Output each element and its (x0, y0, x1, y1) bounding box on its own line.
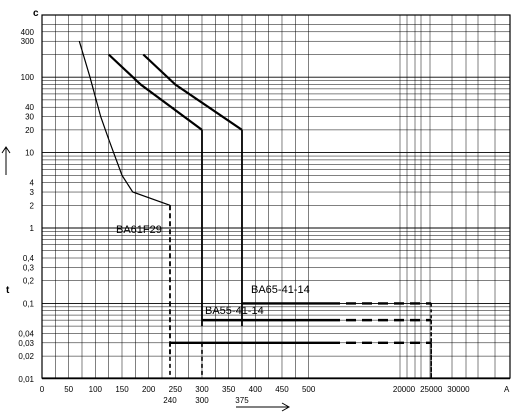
y-tick-label: 0,04 (18, 329, 34, 338)
corner-label: c (33, 8, 39, 19)
y-tick-label: 400 (21, 28, 35, 37)
y-tick-label: 0,1 (23, 299, 35, 308)
y-tick-label: 0,2 (23, 277, 35, 286)
y-tick-label: 0,02 (18, 352, 34, 361)
x-tick-label: 50 (64, 385, 73, 394)
x-tick-label: 200 (142, 385, 156, 394)
x-axis-label: A (504, 385, 510, 394)
tick-labels: 0 50 100 150 200 250 300 350 400 450 500 20000 25000… (6, 28, 470, 405)
x-tick-label: 300 (195, 385, 209, 394)
x-arrow (236, 402, 291, 412)
y-tick-label: 0,03 (18, 339, 34, 348)
annotation-ba65-41-14: BA65-41-14 (251, 284, 310, 296)
y-tick-label: 0,01 (18, 375, 34, 384)
curves (78, 41, 432, 378)
x-tick-label: 250 (169, 385, 183, 394)
y-tick-label: 4 (30, 179, 35, 188)
series-ba65-41-14-curve (142, 53, 243, 131)
x-tick-label: 400 (249, 385, 263, 394)
y-tick-label: 30 (25, 113, 34, 122)
x-tick-label: 350 (222, 385, 236, 394)
plot-frame (41, 14, 511, 379)
x-tick-label: 20000 (393, 385, 416, 394)
y-tick-label: 1 (30, 224, 35, 233)
x-tick-label: 450 (275, 385, 289, 394)
x-tick-label: 150 (115, 385, 129, 394)
y-tick-label: 100 (21, 73, 35, 82)
y-tick-label: 20 (25, 126, 34, 135)
y-tick-label: 300 (21, 37, 35, 46)
x-sub-label: 300 (195, 396, 209, 405)
y-tick-label: 2 (30, 201, 35, 210)
x-tick-label: 500 (302, 385, 316, 394)
y-tick-label: 10 (25, 149, 34, 158)
x-tick-label: 0 (40, 385, 45, 394)
y-tick-label: 0,3 (23, 263, 35, 272)
x-tick-label: 30000 (447, 385, 470, 394)
annotation-ba55-41-14: BA55-41-14 (205, 305, 264, 317)
x-sub-label: 375 (235, 396, 249, 405)
x-sub-label: 240 (163, 396, 177, 405)
y-arrow (1, 146, 11, 175)
y-tick-label: 3 (30, 188, 35, 197)
y-tick-label: 0,4 (23, 254, 35, 263)
x-tick-label: 25000 (420, 385, 443, 394)
x-tick-label: 100 (89, 385, 103, 394)
annotation-ba61f29: BA61F29 (116, 224, 162, 236)
grid (41, 14, 511, 380)
y-tick-label: 40 (25, 103, 34, 112)
y-axis-label: t (6, 285, 10, 296)
